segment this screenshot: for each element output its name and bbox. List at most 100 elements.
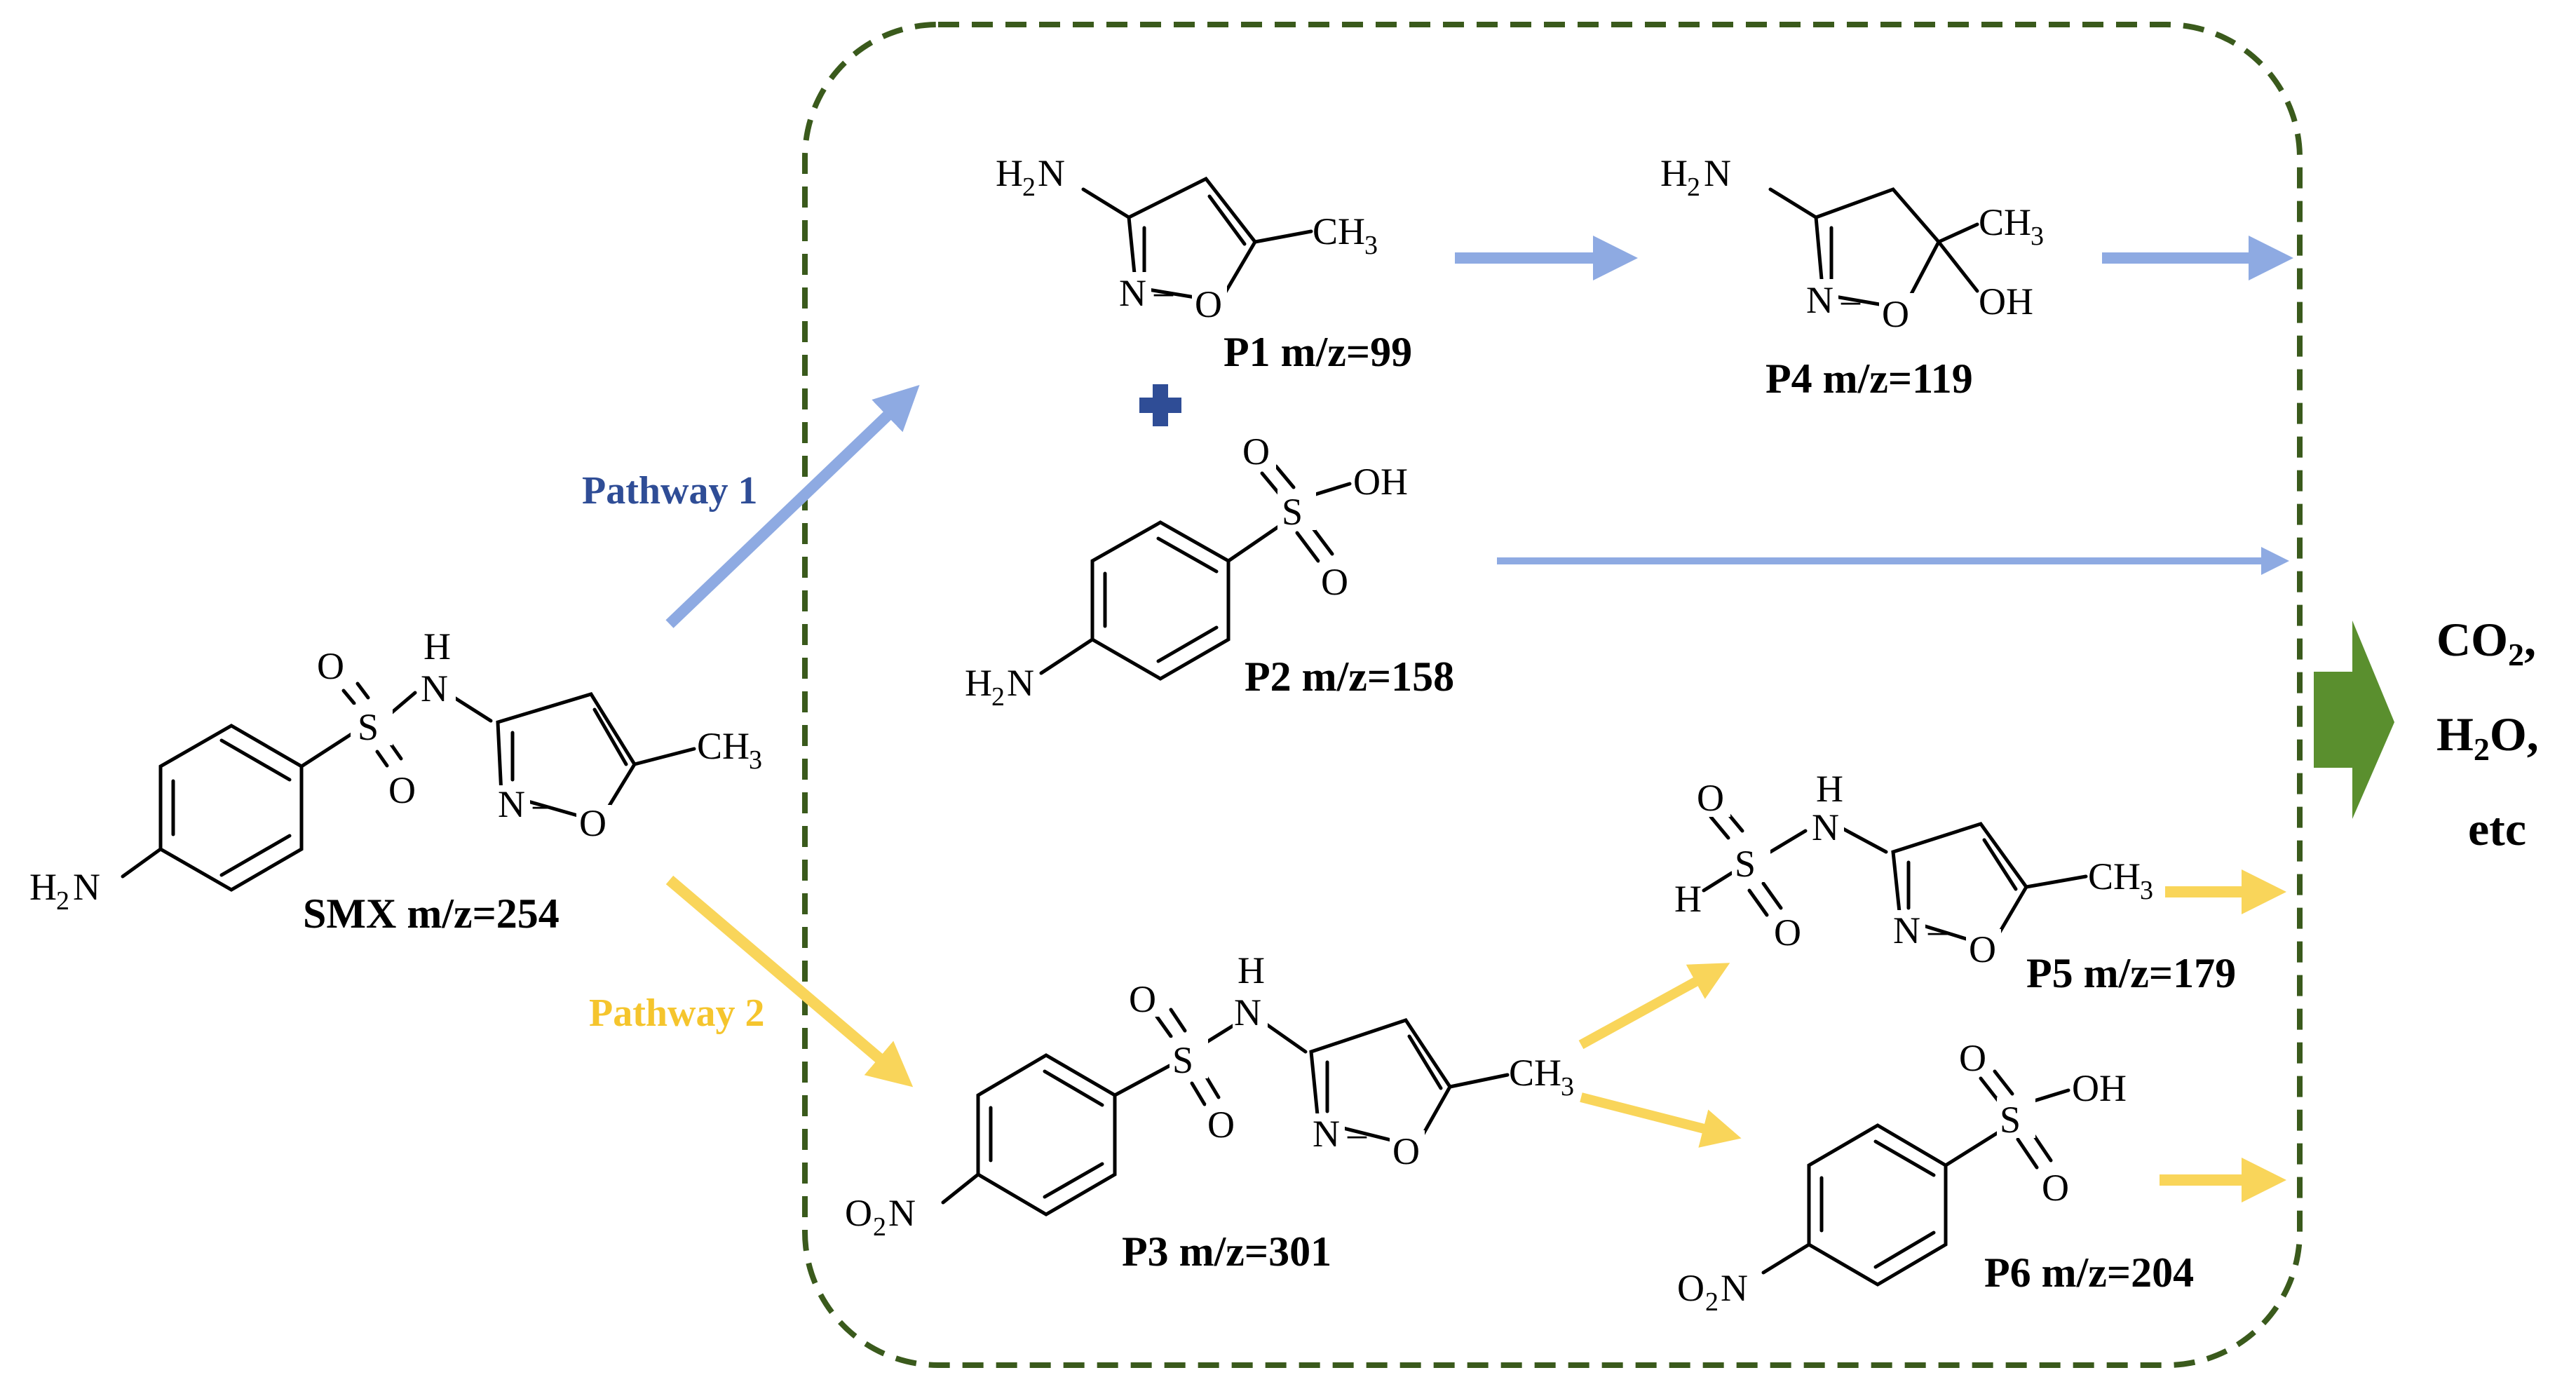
p5-s-atom: S	[1735, 843, 1756, 885]
molecule-p2: S O O OH H 2 N	[965, 431, 1408, 712]
p3-ch3-h: H	[1534, 1052, 1561, 1094]
plus-icon	[1139, 384, 1181, 426]
p4-nh2-n: N	[1704, 152, 1731, 194]
p4-oh: OH	[1979, 280, 2033, 323]
p1-ch3-c: C	[1313, 210, 1338, 252]
p3-ring-n: N	[1313, 1113, 1340, 1155]
smx-ring-o-atom: O	[579, 802, 606, 844]
p6-oh: OH	[2072, 1067, 2127, 1109]
molecule-p1: N – O H 2 N C H 3	[996, 152, 1378, 325]
p4-ring-n: N	[1806, 279, 1833, 321]
co2-text: CO2,	[2436, 613, 2536, 672]
smx-ring-o-dash: –	[532, 783, 553, 825]
p1-nh2-n: N	[1038, 152, 1065, 194]
smx-o1-atom: O	[317, 645, 344, 687]
p6-o2-atom: O	[2042, 1167, 2069, 1209]
p4-nh2-sub: 2	[1687, 172, 1700, 202]
p1-ch3-h: H	[1338, 210, 1365, 252]
reaction-box	[802, 22, 2303, 1368]
p1-ring-dash: –	[1153, 271, 1174, 313]
molecule-p4: N – O H 2 N C H 3 OH	[1660, 152, 2044, 335]
p3-label: P3 m/z=301	[1122, 1228, 1331, 1275]
pathway2-arrow	[665, 875, 914, 1087]
p1-ring-n: N	[1119, 272, 1146, 314]
p1-ch3-sub: 3	[1364, 231, 1378, 260]
smx-nh-n-atom: N	[421, 667, 448, 710]
smx-nh2-n: N	[73, 866, 100, 908]
molecule-p6: S O O OH O 2 N	[1677, 1037, 2127, 1317]
p5-ring-dash: –	[1927, 909, 1948, 951]
p4-ch3-c: C	[1979, 201, 2004, 243]
p3-to-p6-arrow	[1580, 1092, 1742, 1148]
smx-label: SMX m/z=254	[303, 890, 560, 937]
p3-to-p5-arrow	[1578, 963, 1730, 1050]
p6-no2-n: N	[1721, 1267, 1748, 1309]
p5-o1-atom: O	[1697, 777, 1724, 819]
p6-no2-sub: 2	[1705, 1287, 1719, 1317]
smx-nh-h-atom: H	[423, 625, 451, 667]
p3-no2-o: O	[845, 1192, 872, 1234]
p3-nh-n: N	[1234, 991, 1261, 1034]
p5-ch3-h: H	[2113, 855, 2141, 897]
p5-ring-o: O	[1969, 928, 1996, 970]
p5-nh-h: H	[1816, 768, 1843, 810]
final-products: CO2, H2O, etc	[2436, 613, 2539, 855]
p2-o2-atom: O	[1321, 561, 1348, 603]
smx-ch3-c: C	[697, 725, 722, 767]
molecule-p5: S O O H H N N – O C H 3	[1674, 768, 2153, 970]
pathway1-label: Pathway 1	[582, 469, 757, 513]
p3-o1-atom: O	[1129, 978, 1156, 1020]
p6-no2-o: O	[1677, 1267, 1704, 1309]
p6-o1-atom: O	[1959, 1037, 1986, 1079]
p2-s-atom: S	[1282, 491, 1303, 533]
smx-ring-n-atom: N	[498, 783, 525, 825]
etc-text: etc	[2468, 802, 2526, 855]
p6-s-atom: S	[2000, 1099, 2021, 1141]
p5-ch3-c: C	[2088, 855, 2113, 897]
p1-nh2-sub: 2	[1022, 172, 1036, 202]
p4-ch3-sub: 3	[2031, 222, 2044, 251]
p2-label: P2 m/z=158	[1245, 653, 1454, 700]
p2-oh: OH	[1353, 461, 1408, 503]
p5-h-atom: H	[1674, 878, 1702, 920]
p3-ring-o: O	[1392, 1130, 1420, 1172]
smx-s-atom: S	[358, 706, 379, 748]
p4-ch3-h: H	[2004, 201, 2031, 243]
p5-ch3-sub: 3	[2140, 876, 2153, 905]
p1-nh2-h: H	[996, 152, 1023, 194]
pathway1-arrow	[665, 384, 920, 628]
molecule-p3: S O O H N N – O C H 3 O 2 N	[845, 949, 1574, 1242]
p4-ring-o: O	[1882, 293, 1909, 335]
p2-nh2-sub: 2	[991, 682, 1005, 712]
p1-ring-o: O	[1195, 283, 1222, 325]
p5-nh-n: N	[1812, 806, 1839, 848]
p4-ring-dash: –	[1841, 279, 1861, 321]
p2-o1-atom: O	[1242, 431, 1270, 473]
p1-label: P1 m/z=99	[1223, 329, 1412, 375]
p3-nh-h: H	[1238, 949, 1265, 991]
h2o-text: H2O,	[2436, 707, 2539, 767]
p4-nh2-h: H	[1660, 152, 1688, 194]
pathway2-label: Pathway 2	[589, 991, 764, 1035]
p2-nh2-h: H	[965, 662, 992, 704]
smx-ch3-h: H	[722, 725, 750, 767]
p3-ch3-c: C	[1509, 1052, 1534, 1094]
smx-nh2-sub: 2	[56, 886, 69, 916]
p3-ch3-sub: 3	[1561, 1072, 1574, 1102]
p5-o2-atom: O	[1774, 912, 1801, 954]
p5-ring-n: N	[1893, 909, 1920, 951]
p2-nh2-n: N	[1007, 662, 1034, 704]
smx-o2-atom: O	[388, 769, 416, 811]
p3-s-atom: S	[1172, 1039, 1193, 1081]
p6-label: P6 m/z=204	[1984, 1249, 2194, 1296]
p3-o2-atom: O	[1207, 1104, 1235, 1146]
molecule-smx: S O O H N N O – C H 3 H 2 N	[29, 625, 762, 916]
p3-ring-dash: –	[1347, 1113, 1367, 1155]
p4-label: P4 m/z=119	[1765, 355, 1973, 402]
p5-label: P5 m/z=179	[2026, 950, 2236, 996]
output-arrow	[2314, 621, 2394, 819]
p3-no2-n: N	[888, 1192, 916, 1234]
p3-no2-sub: 2	[873, 1212, 886, 1242]
